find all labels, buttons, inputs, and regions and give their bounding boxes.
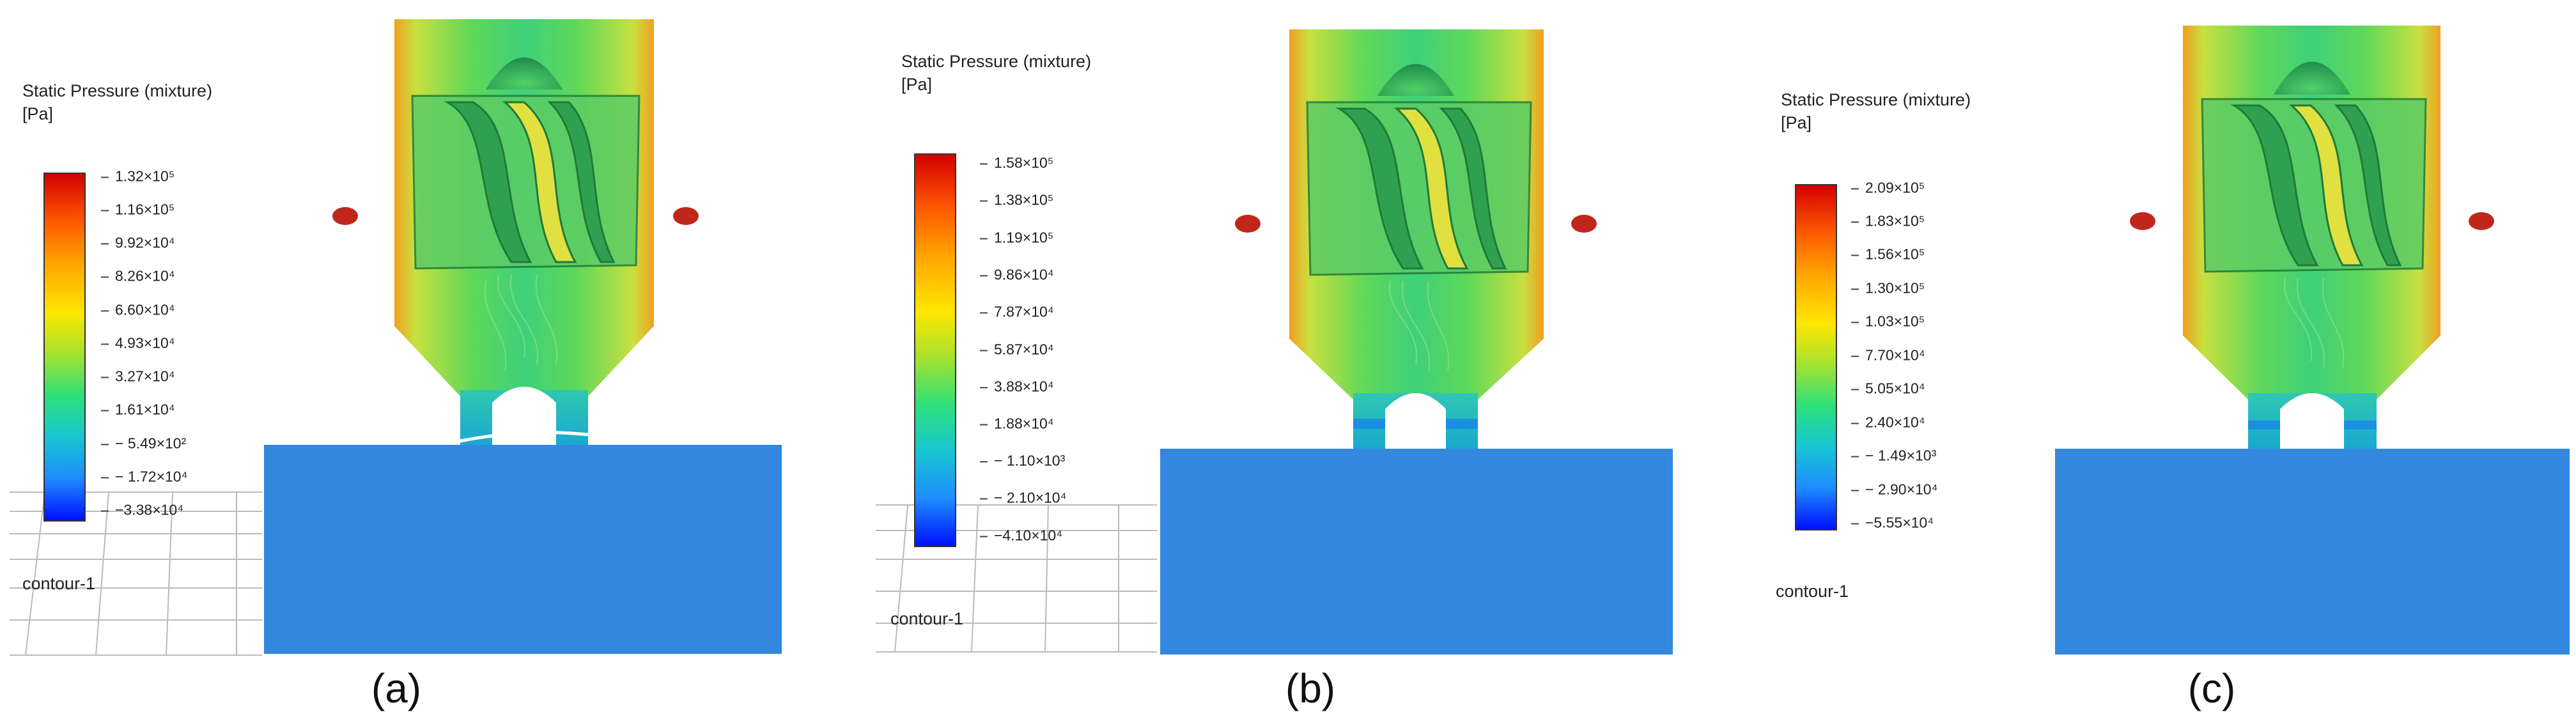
tick-label: 2.40×10⁴: [1851, 414, 1925, 431]
tick-label: 8.26×10⁴: [101, 267, 175, 284]
contour-label-b: contour-1: [890, 609, 964, 628]
impeller-a: [411, 95, 640, 270]
tick-label: 5.05×10⁴: [1851, 380, 1925, 397]
tick-label: 1.38×10⁵: [979, 191, 1054, 208]
legend-title-line: Static Pressure (mixture): [901, 52, 1092, 71]
legend-unit: [Pa]: [901, 75, 933, 94]
streamlines-b: [1388, 281, 1450, 371]
hub-a: [486, 58, 563, 89]
panel-b-scene: [876, 29, 1673, 654]
caption-a: (a): [371, 665, 422, 711]
tick-label: −5.55×10⁴: [1851, 514, 1934, 531]
streamlines-a: [484, 274, 558, 371]
tick-label: 1.83×10⁵: [1851, 212, 1925, 229]
panel-a-scene: [10, 19, 782, 656]
tick-label: 1.32×10⁵: [100, 167, 175, 185]
tick-label: 3.88×10⁴: [980, 378, 1054, 395]
tick-label: 2.09×10⁵: [1851, 179, 1925, 196]
tick-label: 3.27×10⁴: [101, 368, 175, 385]
legend-title-c: Static Pressure (mixture) [Pa]: [1781, 88, 1971, 134]
contour-label-c: contour-1: [1776, 582, 1849, 601]
colorbar-c: [1795, 184, 1837, 531]
hub-c: [2274, 61, 2350, 95]
tick-label: 5.87×10⁴: [980, 341, 1054, 358]
tank-a: [264, 445, 782, 654]
colorbar-a: [43, 173, 86, 522]
colorbar-b: [914, 153, 956, 547]
tick-label: 1.16×10⁵: [100, 201, 175, 218]
streamlines-c: [2283, 277, 2345, 368]
tick-label: 4.93×10⁴: [101, 334, 175, 352]
caption-c: (c): [2187, 665, 2236, 711]
legend-unit: [Pa]: [1781, 113, 1812, 132]
legend-title-a: Static Pressure (mixture) [Pa]: [22, 79, 212, 125]
tick-label: − 2.10×10⁴: [979, 489, 1067, 506]
marker-left-a: [332, 207, 358, 225]
tick-label: 1.61×10⁴: [101, 401, 175, 418]
tick-label: 1.19×10⁵: [979, 229, 1054, 246]
tick-label: 7.87×10⁴: [980, 303, 1054, 320]
tick-label: −4.10×10⁴: [979, 527, 1063, 544]
panel-c-scene: [2055, 26, 2570, 654]
legend-unit: [Pa]: [22, 104, 54, 123]
tick-label: 9.86×10⁴: [980, 266, 1054, 283]
contour-label-a: contour-1: [22, 574, 96, 593]
tick-label: 1.03×10⁵: [1851, 313, 1925, 330]
tick-label: − 1.72×10⁴: [100, 468, 188, 485]
tick-label: − 2.90×10⁴: [1851, 481, 1938, 498]
tick-label: 1.58×10⁵: [979, 154, 1054, 171]
impeller-c: [2201, 98, 2427, 273]
marker-left-b: [1235, 215, 1261, 233]
tick-label: −3.38×10⁴: [100, 501, 184, 518]
tick-label: 7.70×10⁴: [1851, 346, 1925, 364]
tick-label: 9.92×10⁴: [101, 234, 175, 251]
tick-label: 1.30×10⁵: [1851, 279, 1925, 297]
caption-b: (b): [1285, 665, 1336, 711]
hub-b: [1377, 64, 1454, 96]
marker-right-c: [2469, 212, 2494, 230]
tick-label: − 5.49×10²: [100, 435, 187, 452]
tick-label: 1.88×10⁴: [980, 415, 1054, 432]
tick-label: − 1.10×10³: [979, 452, 1066, 469]
impeller-b: [1306, 101, 1532, 276]
tick-label: − 1.49×10³: [1851, 447, 1937, 464]
panel-a: Static Pressure (mixture) [Pa] 1.32×10⁵ …: [0, 0, 831, 728]
legend-title-line: Static Pressure (mixture): [22, 81, 213, 100]
tank-b: [1160, 449, 1673, 654]
legend-title-b: Static Pressure (mixture) [Pa]: [901, 50, 1091, 96]
marker-left-c: [2130, 212, 2155, 230]
legend-title-line: Static Pressure (mixture): [1781, 90, 1971, 109]
tick-label: 1.56×10⁵: [1851, 245, 1925, 263]
marker-right-b: [1571, 215, 1597, 233]
marker-right-a: [673, 207, 699, 225]
tank-c: [2055, 449, 2570, 654]
tick-label: 6.60×10⁴: [101, 301, 175, 318]
